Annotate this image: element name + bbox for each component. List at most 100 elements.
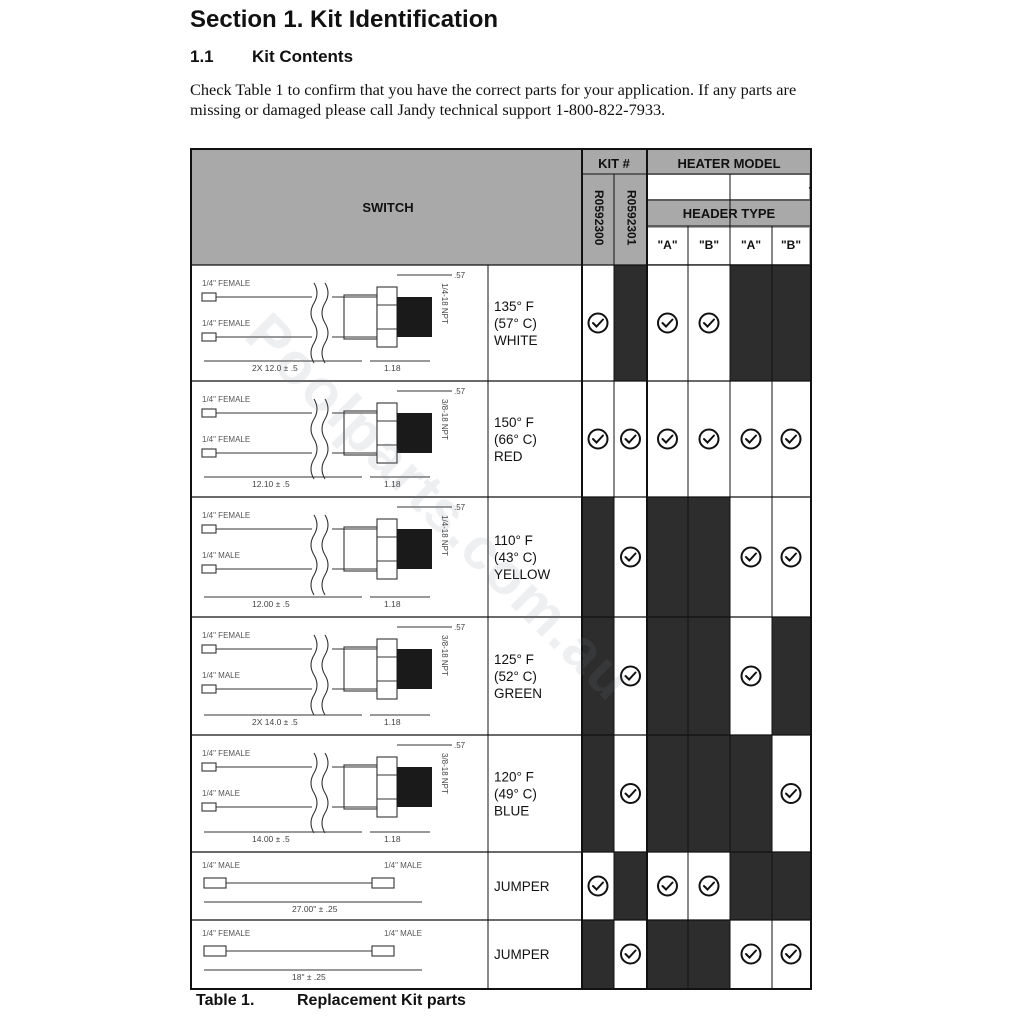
check-circle-icon — [740, 665, 762, 687]
thread-label: 1/4-18 NPT — [440, 283, 449, 324]
length-label: 2X 14.0 ± .5 — [252, 717, 298, 727]
header-type-column: "B" — [699, 238, 719, 252]
applicable-cell — [688, 852, 730, 920]
switch-spec-label: YELLOW — [494, 567, 551, 582]
check-circle-icon — [620, 943, 641, 965]
check-mark-icon — [745, 552, 757, 562]
check-mark-icon — [745, 671, 757, 681]
switch-body — [343, 410, 378, 456]
switch-spec-label: (52° C) — [494, 669, 537, 684]
check-circle-icon — [740, 546, 762, 568]
body-dimension-label: 1.18 — [384, 599, 401, 609]
wire-label: 1/4" FEMALE — [202, 395, 250, 404]
length-label: 12.00 ± .5 — [252, 599, 290, 609]
switch-spec-label: (66° C) — [494, 432, 537, 447]
check-circle-icon — [587, 875, 609, 897]
dimension-label: .57 — [454, 623, 466, 632]
table-caption-number: Table 1. — [196, 992, 255, 1009]
check-circle-icon — [620, 546, 641, 568]
not-applicable-cell — [647, 920, 688, 988]
not-applicable-cell — [582, 497, 614, 617]
not-applicable-cell — [730, 852, 772, 920]
not-applicable-cell — [647, 735, 688, 852]
applicable-cell — [730, 381, 772, 497]
check-mark-icon — [661, 318, 674, 328]
terminal-icon — [201, 408, 217, 418]
applicable-cell — [647, 852, 688, 920]
header-type-label: HEADER TYPE — [683, 206, 776, 221]
check-circle-icon — [698, 312, 720, 334]
table-caption-title: Replacement Kit parts — [297, 992, 466, 1009]
terminal-icon — [203, 945, 227, 957]
not-applicable-cell — [772, 617, 810, 735]
body-dimension-label: 1.18 — [384, 479, 401, 489]
break-mark — [310, 398, 318, 480]
applicable-cell — [614, 617, 647, 735]
break-mark — [321, 634, 329, 716]
not-applicable-cell — [772, 265, 810, 381]
applicable-cell — [614, 381, 647, 497]
thread-label: 3/8-18 NPT — [440, 753, 449, 794]
not-applicable-cell — [647, 497, 688, 617]
check-mark-icon — [592, 318, 604, 328]
check-mark-icon — [745, 434, 757, 444]
hex-nut — [376, 518, 398, 580]
kit-number-label: R0592301 — [624, 190, 638, 246]
wire-label: 1/4" MALE — [202, 789, 240, 798]
switch-spec-label: 120° F — [494, 770, 534, 785]
not-applicable-cell — [614, 852, 647, 920]
wire-label: 1/4" MALE — [384, 929, 422, 938]
check-mark-icon — [661, 881, 674, 891]
check-mark-icon — [592, 434, 604, 444]
wire-label: 1/4" MALE — [202, 671, 240, 680]
body-dimension-label: 1.18 — [384, 717, 401, 727]
wire-label: 1/4" FEMALE — [202, 511, 250, 520]
switch-spec-label: RED — [494, 449, 523, 464]
applicable-cell — [730, 497, 772, 617]
model-cells — [648, 175, 809, 199]
check-mark-icon — [785, 789, 797, 799]
hex-nut — [376, 756, 398, 818]
check-mark-icon — [592, 881, 604, 891]
check-circle-icon — [698, 428, 720, 450]
switch-spec-label: GREEN — [494, 686, 542, 701]
terminal-icon — [201, 644, 217, 654]
thread-section — [397, 297, 432, 337]
check-circle-icon — [620, 783, 641, 804]
applicable-cell — [772, 735, 810, 852]
thread-label: 1/4-18 NPT — [440, 515, 449, 556]
check-circle-icon — [657, 428, 678, 450]
switch-spec-label: (43° C) — [494, 550, 537, 565]
terminal-icon — [201, 802, 217, 812]
not-applicable-cell — [688, 735, 730, 852]
wire-label: 1/4" FEMALE — [202, 929, 250, 938]
dimension-label: .57 — [454, 271, 466, 280]
hex-nut — [376, 286, 398, 348]
heater-model-header: HEATER MODEL — [677, 156, 780, 171]
applicable-cell — [582, 265, 614, 381]
check-circle-icon — [620, 428, 641, 450]
switch-spec-label: JUMPER — [494, 879, 550, 894]
switch-spec-label: 150° F — [494, 415, 534, 430]
check-mark-icon — [661, 434, 674, 444]
body-dimension-label: 1.18 — [384, 363, 401, 373]
check-mark-icon — [745, 949, 757, 959]
length-label: 12.10 ± .5 — [252, 479, 290, 489]
not-applicable-cell — [582, 735, 614, 852]
terminal-icon — [201, 524, 217, 534]
check-mark-icon — [785, 949, 797, 959]
terminal-icon — [201, 292, 217, 302]
not-applicable-cell — [647, 617, 688, 735]
break-mark — [310, 752, 318, 834]
switch-body — [343, 526, 378, 572]
wire-label: 1/4" MALE — [202, 861, 240, 870]
switch-header: SWITCH — [362, 200, 413, 215]
table-caption: Table 1. Replacement Kit parts — [196, 992, 466, 1010]
not-applicable-cell — [730, 265, 772, 381]
